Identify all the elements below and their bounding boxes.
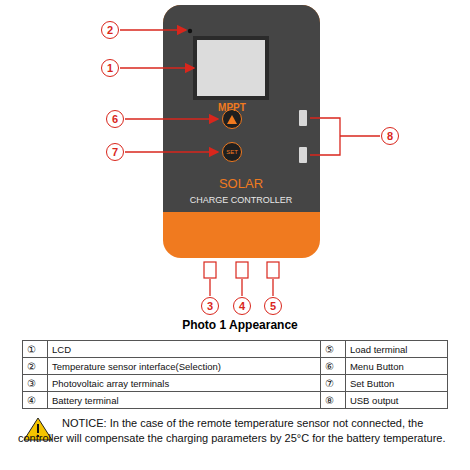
notice-text: NOTICE: In the case of the remote temper… [18, 416, 458, 446]
table-cell: USB output [345, 392, 447, 409]
table-number: ④ [23, 392, 48, 409]
callout-number: 7 [106, 143, 124, 161]
table-number: ⑤ [320, 341, 345, 358]
button-label: SET [226, 149, 238, 155]
table-cell: Menu Button [345, 358, 447, 375]
table-cell: Load terminal [345, 341, 447, 358]
table-number: ⑧ [320, 392, 345, 409]
callout-number: 5 [264, 297, 282, 315]
set-button: SET [222, 142, 242, 162]
parts-table: ①LCD⑤Load terminal ②Temperature sensor in… [22, 340, 448, 409]
device-text: SOLAR [219, 176, 263, 191]
callout-number: 6 [106, 110, 124, 128]
callout-text: 4 [239, 300, 245, 312]
callout-text: 7 [112, 146, 118, 158]
callout-text: 2 [107, 24, 113, 36]
callout-number: 4 [233, 297, 251, 315]
device-text: MPPT [218, 102, 246, 113]
callout-text: 1 [107, 62, 113, 74]
table-number: ⑦ [320, 375, 345, 392]
table-number: ① [23, 341, 48, 358]
device-text: CHARGE CONTROLLER [190, 195, 293, 205]
callout-number: 1 [101, 59, 119, 77]
callout-text: 6 [112, 113, 118, 125]
table-cell: LCD [48, 341, 321, 358]
caption: Photo 1 Appearance [182, 318, 298, 332]
table-cell: Set Button [345, 375, 447, 392]
table-number: ② [23, 358, 48, 375]
callout-text: 8 [387, 130, 393, 142]
up-arrow-icon [227, 115, 237, 124]
callout-text: 5 [270, 300, 276, 312]
callout-text: 3 [207, 300, 213, 312]
table-number: ⑥ [320, 358, 345, 375]
table-cell: Temperature sensor interface(Selection) [48, 358, 321, 375]
callout-number: 3 [201, 297, 219, 315]
callout-number: 8 [381, 127, 399, 145]
table-number: ③ [23, 375, 48, 392]
table-cell: Photovoltaic array terminals [48, 375, 321, 392]
callout-number: 2 [101, 21, 119, 39]
table-cell: Battery terminal [48, 392, 321, 409]
